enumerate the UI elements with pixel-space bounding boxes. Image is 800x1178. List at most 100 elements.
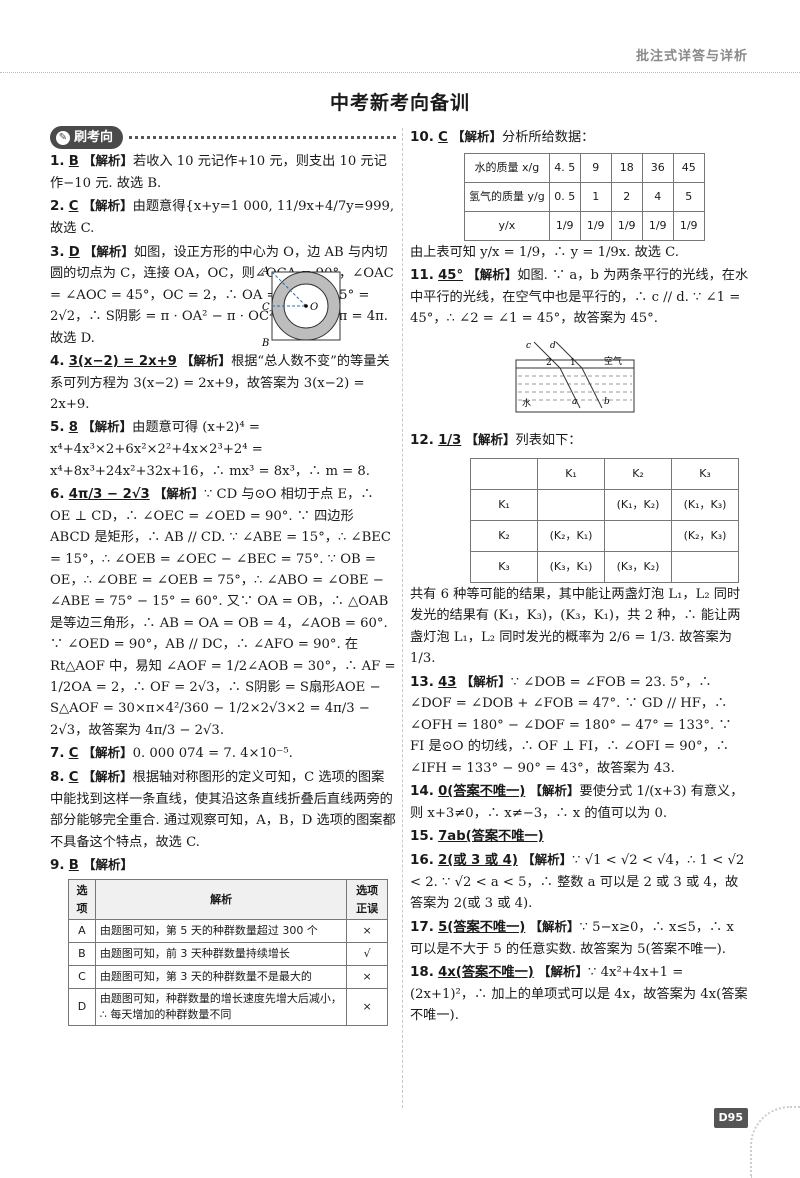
table-cell: 1/9 — [579, 210, 612, 241]
answer: 43 — [438, 674, 457, 690]
point-o — [304, 304, 308, 308]
left-items: 1. B 【解析】 若收入 10 元记作+10 元，则支出 10 元记作−10 元… — [50, 151, 396, 877]
segment-oa — [271, 271, 307, 307]
label-o: O — [310, 302, 318, 313]
table-row: K₃(K₃，K₁)(K₃，K₂) — [470, 551, 739, 584]
analysis-tag: 【解析】 — [522, 852, 573, 868]
question-number: 7. — [50, 745, 65, 762]
label-a: A — [261, 266, 269, 277]
analysis-text: 由上表可知 y/x = 1/9，∴ y = 1/9x. 故选 C. — [410, 244, 679, 260]
answer: C — [68, 199, 79, 215]
corner-decoration — [750, 1106, 800, 1178]
table-cell: × — [346, 987, 388, 1026]
question-number: 6. — [50, 486, 65, 503]
analysis-text: 如图. ∵ a，b 为两条平行的光线，在水中平行的光线，在空气中也是平行的，∴ … — [410, 268, 749, 327]
table-cell: 2 — [610, 181, 643, 212]
answer: C — [68, 769, 79, 785]
ray-a — [559, 367, 581, 409]
question-number: 14. — [410, 782, 434, 799]
answer: C — [68, 746, 79, 762]
analysis-tag: 【解析】 — [538, 963, 589, 979]
label-angle-1: 1 — [570, 358, 576, 368]
label-water: 水 — [522, 397, 531, 409]
question-item: 2. C 【解析】由题意得{x+y=1 000, 11/9x+4/7y=999,… — [50, 196, 396, 239]
table-cell: y/x — [464, 210, 550, 241]
analysis-text: 列表如下： — [515, 433, 582, 449]
question-item: 由上表可知 y/x = 1/9，∴ y = 1/9x. 故选 C. — [410, 242, 750, 263]
table-cell: 4. 5 — [548, 152, 581, 183]
answer: 5(答案不唯一) — [438, 919, 526, 935]
section-dots — [129, 136, 396, 140]
table-row: K₁(K₁，K₂)(K₁，K₃) — [470, 489, 739, 522]
table-cell: K₃ — [470, 551, 538, 584]
analysis-tag: 【解析】 — [82, 745, 133, 761]
table-cell: 由题图可知，种群数量的增长速度先增大后减小，∴ 每天增加的种群数量不同 — [94, 987, 348, 1026]
answer: 1/3 — [438, 433, 462, 449]
table-header-cell: 选项正误 — [346, 878, 388, 921]
section-pill: ✎ 刷考向 — [50, 126, 124, 150]
right-items-d: 共有 6 种等可能的结果，其中能让两盏灯泡 L₁，L₂ 同时发光的结果有 (K₁… — [410, 584, 750, 1026]
question-number: 17. — [410, 918, 434, 935]
table-cell: K₁ — [470, 489, 538, 522]
label-b: B — [261, 338, 269, 349]
question-number: 15. — [410, 828, 434, 845]
question-number: 16. — [410, 852, 434, 869]
table-cell: 4 — [641, 181, 674, 212]
question-number: 8. — [50, 768, 65, 785]
table-cell: 1/9 — [548, 210, 581, 241]
question-item: 10. C 【解析】分析所给数据： — [410, 127, 750, 149]
table-cell: (K₁，K₃) — [671, 489, 739, 522]
table-cell: 45 — [672, 152, 705, 183]
answer: B — [68, 154, 79, 170]
header-rule — [0, 72, 800, 73]
table-cell: 由题图可知，第 5 天的种群数量超过 300 个 — [94, 919, 348, 944]
analysis-text: 根据轴对称图形的定义可知，C 选项的图案中能找到这样一条直线，使其沿这条直线折叠… — [50, 769, 396, 850]
answer: 3(x−2) = 2x+9 — [68, 353, 177, 369]
table-header-cell — [470, 458, 538, 491]
answer: 2(或 3 或 4) — [438, 853, 518, 869]
question-item: 18. 4x(答案不唯一) 【解析】∵ 4x²+4x+1 = (2x+1)²，∴… — [410, 962, 750, 1027]
ray-d — [555, 341, 583, 369]
analysis-tag: 【解析】 — [83, 856, 134, 872]
question-number: 5. — [50, 419, 65, 436]
question-item: 17. 5(答案不唯一) 【解析】∵ 5−x≥0，∴ x≤5，∴ x 可以是不大… — [410, 917, 750, 960]
analysis-text: 若收入 10 元记作+10 元，则支出 10 元记作−10 元. 故选 B. — [50, 154, 387, 191]
table-cell: D — [68, 987, 96, 1026]
table-cell: 1 — [579, 181, 612, 212]
question-item: 1. B 【解析】若收入 10 元记作+10 元，则支出 10 元记作−10 元… — [50, 151, 396, 194]
answer: C — [438, 130, 448, 145]
pencil-icon: ✎ — [56, 130, 70, 145]
analysis-text: 根据“总人数不变”的等量关系可列方程为 3(x−2) = 2x+9，故答案为 3… — [50, 353, 390, 413]
analysis-tag: 【解析】 — [529, 782, 580, 798]
analysis-text: 共有 6 种等可能的结果，其中能让两盏灯泡 L₁，L₂ 同时发光的结果有 (K₁… — [410, 587, 741, 667]
question-number: 11. — [410, 267, 434, 284]
analysis-text: 要使分式 1/(x+3) 有意义，则 x+3≠0，∴ x≠−3，∴ x 的值可以… — [410, 783, 744, 821]
analysis-tag: 【解析】 — [465, 432, 516, 448]
label-c: C — [262, 302, 270, 313]
question-number: 3. — [50, 243, 65, 260]
answer: 4π/3 − 2√3 — [68, 487, 150, 503]
analysis-text: 0. 000 074 = 7. 4×10⁻⁵. — [132, 746, 293, 762]
label-a: a — [572, 397, 577, 407]
table-header-cell: K₁ — [537, 458, 605, 491]
answer: D — [68, 244, 80, 260]
table-cell: 1/9 — [610, 210, 643, 241]
question-number: 2. — [50, 198, 65, 215]
table-cell: × — [346, 919, 388, 944]
question-number: 1. — [50, 153, 65, 170]
question-number: 13. — [410, 673, 434, 690]
right-items-a: 10. C 【解析】分析所给数据： — [410, 127, 750, 149]
analysis-text: ∵ √1 < √2 < √4，∴ 1 < √2 < 2. ∵ √2 < a < … — [410, 853, 745, 912]
answer: 0(答案不唯一) — [438, 783, 526, 799]
column-divider — [402, 128, 403, 1108]
analysis-text: ∵ 5−x≥0，∴ x≤5，∴ x 可以是不大于 5 的任意实数. 故答案为 5… — [410, 919, 734, 957]
ray-c — [533, 341, 561, 369]
table-header-cell: K₃ — [671, 458, 739, 491]
analysis-text: 由题意可得 (x+2)⁴ = x⁴+4x³×2+6x²×2²+4x×2³+2⁴ … — [50, 420, 370, 479]
beaker-outline — [515, 359, 635, 413]
